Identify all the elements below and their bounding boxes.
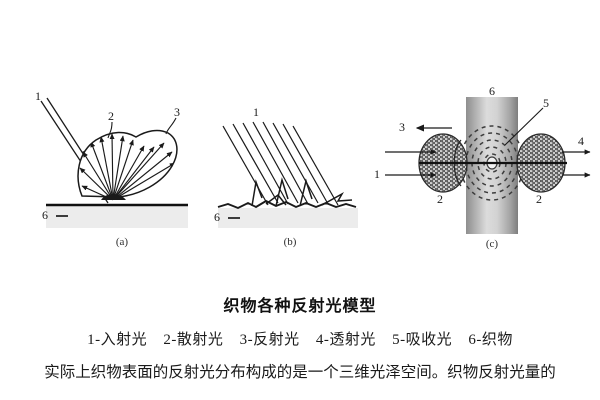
- panel-c-label-2-right: 2: [536, 192, 542, 206]
- panel-a-fabric-block: [46, 206, 188, 228]
- panel-c-transmitted-rays: [562, 149, 591, 178]
- panel-a-label-3: 3: [174, 105, 180, 119]
- panel-a-hit-point: [101, 194, 126, 200]
- panel-b-incident-rays: [222, 121, 339, 206]
- reflection-models-figure: [40, 97, 591, 234]
- panel-a-label-1: 1: [35, 89, 41, 103]
- panel-c: [385, 97, 591, 234]
- panel-a: [40, 97, 188, 228]
- legend-item-4: 4-透射光: [315, 332, 376, 348]
- legend-item-1: 1-入射光: [87, 332, 148, 348]
- legend-item-5: 5-吸收光: [392, 332, 453, 348]
- panel-b-reflected-spikes: [251, 177, 353, 207]
- panel-b: [217, 121, 358, 228]
- figure-area: 1 2 3 6 1 6 1 2 2 3 4 5 6 (a) (b) (c): [35, 84, 591, 250]
- figure-title: 织物各种反射光模型: [223, 298, 377, 315]
- panel-b-rough-surface: [217, 199, 357, 210]
- panel-b-fabric-block: [218, 208, 358, 228]
- panel-c-label-4: 4: [578, 134, 584, 148]
- panel-c-label-3: 3: [399, 120, 405, 134]
- panel-b-label-1: 1: [253, 105, 259, 119]
- figure-legend: 1-入射光 2-散射光 3-反射光 4-透射光 5-吸收光 6-织物: [0, 316, 600, 349]
- panel-a-label3-leader: [165, 117, 177, 135]
- panel-a-label-6: 6: [42, 208, 48, 222]
- body-paragraph-line: 实际上织物表面的反射光分布构成的是一个三维光泽空间。织物反射光量的: [44, 364, 556, 381]
- panel-a-label-2: 2: [108, 109, 114, 123]
- panel-c-caption: (c): [485, 238, 499, 250]
- panel-b-label-6: 6: [214, 210, 220, 224]
- panel-c-label-5: 5: [543, 96, 549, 110]
- panel-c-label-1: 1: [374, 167, 380, 181]
- legend-item-6: 6-织物: [468, 332, 513, 348]
- legend-item-2: 2-散射光: [163, 332, 224, 348]
- panel-c-label-2-left: 2: [437, 192, 443, 206]
- panel-a-scatter-fan: [79, 133, 176, 197]
- panel-c-label5-leader: [504, 107, 544, 146]
- panel-c-label-6: 6: [489, 84, 495, 98]
- panel-a-caption: (a): [115, 236, 129, 248]
- panel-a-label2-leader: [107, 121, 113, 139]
- panel-a-reflection-lobe: [77, 129, 178, 198]
- figure-text-block: 织物各种反射光模型 1-入射光 2-散射光 3-反射光 4-透射光 5-吸收光 …: [0, 268, 600, 382]
- panel-c-incident-rays: [385, 149, 437, 178]
- panel-b-caption: (b): [283, 236, 297, 248]
- legend-item-3: 3-反射光: [239, 332, 300, 348]
